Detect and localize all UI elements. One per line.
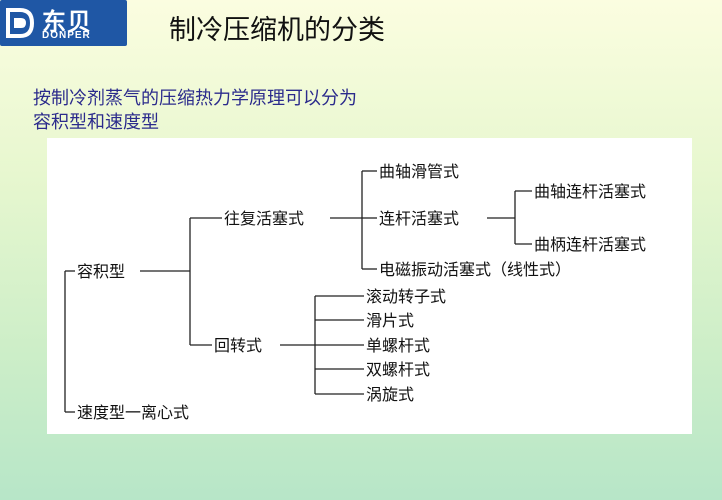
node-connecting-rod-piston: 连杆活塞式 [379, 209, 459, 228]
node-volumetric: 容积型 [77, 262, 125, 281]
node-crank-handle-rod: 曲柄连杆活塞式 [534, 235, 646, 254]
intro-line-1: 按制冷剂蒸气的压缩热力学原理可以分为 [33, 88, 357, 109]
node-rolling-rotor: 滚动转子式 [366, 287, 446, 306]
node-twin-screw: 双螺杆式 [366, 360, 430, 379]
node-single-screw: 单螺杆式 [366, 336, 430, 355]
node-sliding-vane: 滑片式 [366, 311, 414, 330]
classification-diagram-panel: 容积型 往复活塞式 曲轴滑管式 连杆活塞式 曲轴连杆活塞式 曲柄连杆活塞式 电磁… [47, 138, 692, 434]
logo-text-en: DONPER [42, 30, 91, 41]
node-electromagnetic-vibration: 电磁振动活塞式（线性式） [379, 260, 571, 279]
company-logo: 东贝 DONPER [0, 0, 127, 46]
tree-connectors [64, 170, 532, 413]
donper-logo-icon [6, 8, 35, 38]
node-scroll: 涡旋式 [366, 385, 414, 404]
node-crank-slide-tube: 曲轴滑管式 [379, 162, 459, 181]
node-rotary: 回转式 [214, 336, 262, 355]
classification-tree: 容积型 往复活塞式 曲轴滑管式 连杆活塞式 曲轴连杆活塞式 曲柄连杆活塞式 电磁… [64, 162, 646, 422]
logo-text-cn: 东贝 [42, 8, 92, 36]
node-crank-connecting-rod: 曲轴连杆活塞式 [534, 182, 646, 201]
node-velocity-centrifugal: 速度型一离心式 [77, 403, 189, 422]
intro-text: 按制冷剂蒸气的压缩热力学原理可以分为 容积型和速度型 [33, 87, 357, 135]
node-reciprocating: 往复活塞式 [224, 209, 304, 228]
intro-line-2: 容积型和速度型 [33, 112, 159, 133]
page-title: 制冷压缩机的分类 [169, 15, 385, 46]
